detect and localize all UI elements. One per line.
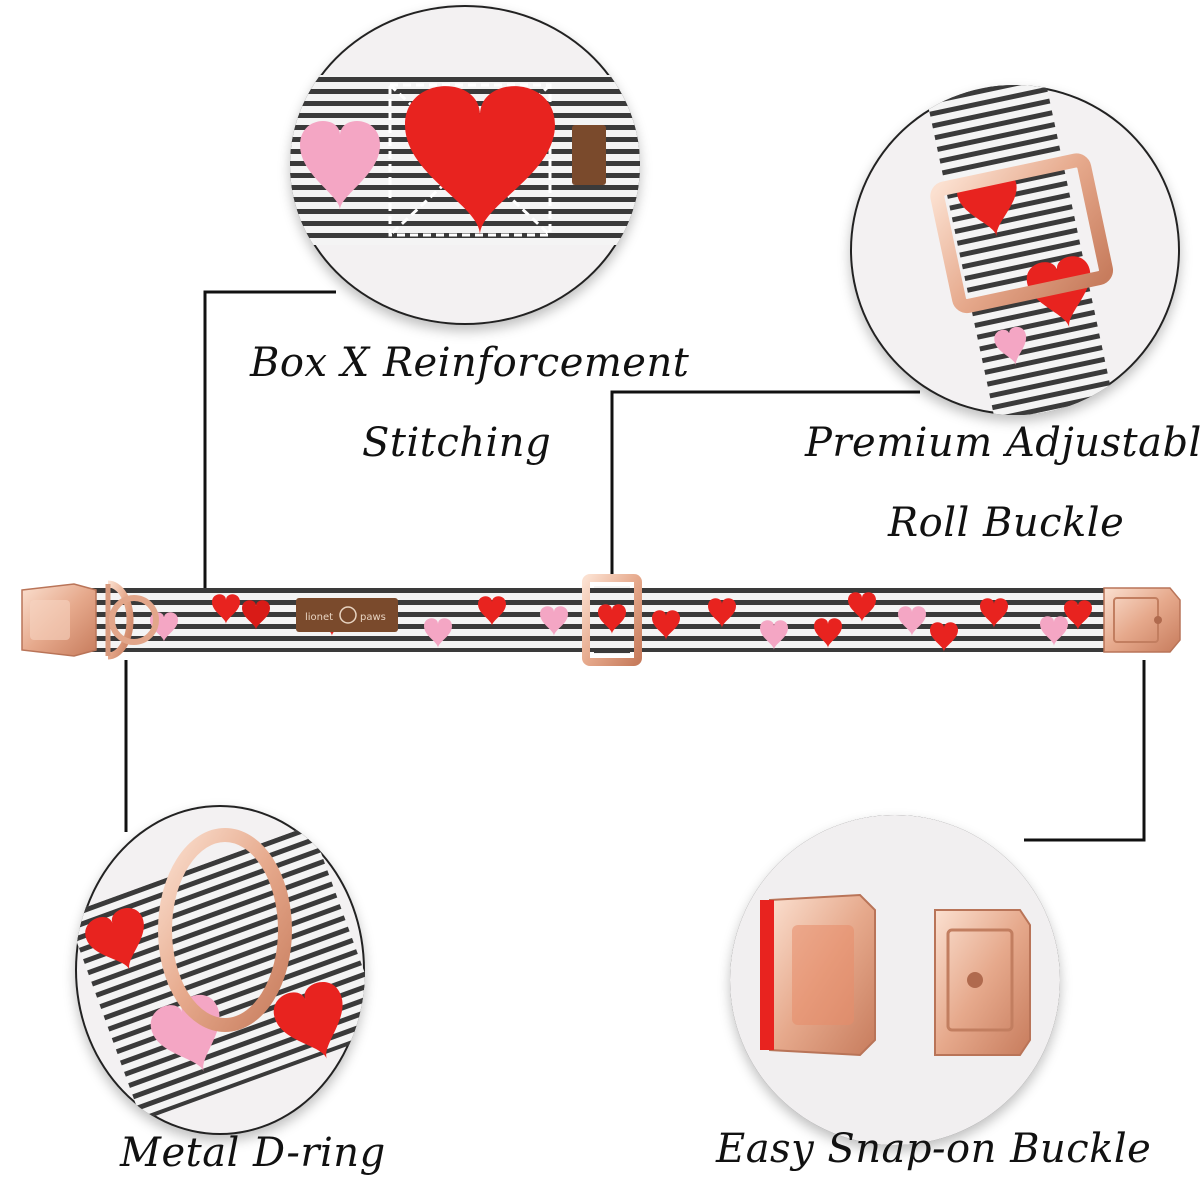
- snap-buckle-label: Easy Snap-on Buckle: [716, 1126, 1152, 1172]
- snap-buckle-male-icon: [934, 909, 1031, 1056]
- d-ring-detail-circle: [75, 805, 365, 1135]
- d-ring-icon: [105, 580, 159, 660]
- stitching-detail-circle: [290, 5, 640, 325]
- snap-buckle-detail-circle: [730, 815, 1060, 1145]
- brand-tag-text-1: lionet: [305, 612, 333, 623]
- connector-roll-buckle: [610, 390, 920, 580]
- stitching-label-line2: Stitching: [362, 420, 552, 466]
- connector-snap-buckle: [1024, 660, 1146, 842]
- roll-buckle-label-line2: Roll Buckle: [888, 500, 1125, 546]
- snap-buckle-detail-image: [730, 815, 1060, 1145]
- roll-buckle-icon: [582, 574, 642, 666]
- roll-buckle-detail-image: [922, 85, 1120, 415]
- stitching-detail-image: [290, 75, 640, 245]
- roll-buckle-detail-circle: [850, 85, 1180, 415]
- snap-buckle-right: [1103, 587, 1181, 653]
- d-ring-detail-image: [75, 825, 365, 1121]
- brand-tag-text-2: paws: [360, 612, 386, 623]
- snap-buckle-left: [21, 583, 97, 657]
- d-ring-label: Metal D-ring: [120, 1130, 386, 1176]
- connector-stitching: [203, 290, 336, 588]
- stitching-label-line1: Box X Reinforcement: [250, 340, 690, 386]
- brand-tag: lionet paws: [296, 598, 398, 632]
- roll-buckle-label-line1: Premium Adjustable: [805, 420, 1200, 466]
- snap-buckle-female-icon: [760, 893, 876, 1057]
